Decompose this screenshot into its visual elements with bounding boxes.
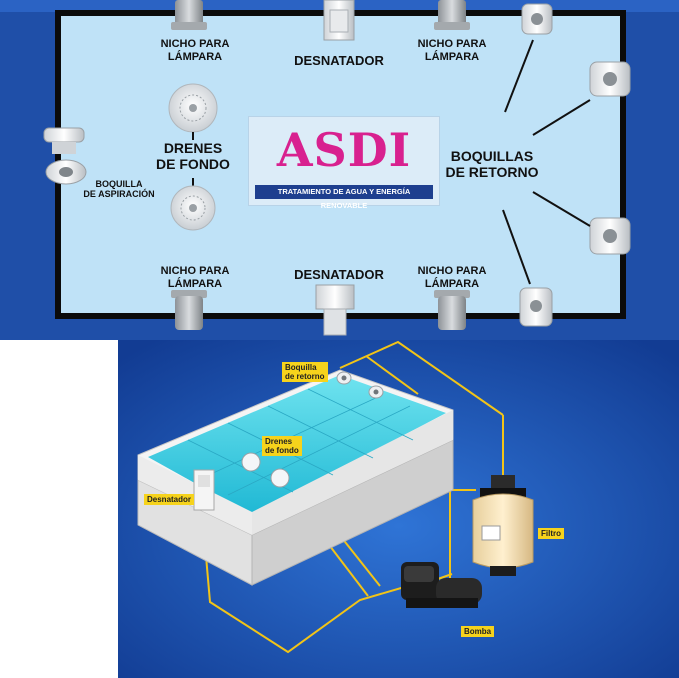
lamp-niche-bottom-left <box>171 290 207 330</box>
iso-return-jet-2 <box>368 385 384 399</box>
lamp-niche-top-right <box>434 0 470 30</box>
lamp-niche-top-left <box>171 0 207 30</box>
filter-tank <box>472 475 534 576</box>
return-jet-3 <box>589 217 631 255</box>
return-jet-2 <box>589 61 631 97</box>
skimmer-bottom <box>315 284 355 336</box>
suction-fitting <box>43 127 87 185</box>
bottom-drain-bottom <box>170 185 216 231</box>
asdi-logo: ASDI TRATAMIENTO DE AGUA Y ENERGÍA RENOV… <box>248 116 440 210</box>
tag-skimmer: Desnatador <box>144 494 195 506</box>
bottom-drain-top <box>168 83 218 133</box>
label-skimmer-top: DESNATADOR <box>294 53 384 68</box>
return-jet-leaders <box>502 39 591 285</box>
return-jet-4 <box>519 287 553 327</box>
iso-return-jet-1 <box>336 371 352 385</box>
label-skimmer-bottom: DESNATADOR <box>294 267 384 282</box>
skimmer-top <box>323 0 355 41</box>
lamp-niche-bottom-right <box>434 290 470 330</box>
iso-drain-1 <box>241 452 261 472</box>
iso-skimmer <box>193 469 215 511</box>
circulation-graphic <box>118 340 679 678</box>
pool-plan-diagram: ASDI TRATAMIENTO DE AGUA Y ENERGÍA RENOV… <box>0 0 679 340</box>
iso-drain-2 <box>270 468 290 488</box>
pump-unit <box>401 562 482 608</box>
logo-banner: TRATAMIENTO DE AGUA Y ENERGÍA RENOVABLE <box>255 185 433 210</box>
logo-wordmark: ASDI <box>276 123 412 177</box>
tag-pump: Bomba <box>461 626 495 638</box>
tag-filter: Filtro <box>538 528 564 540</box>
return-jet-1 <box>521 3 553 35</box>
